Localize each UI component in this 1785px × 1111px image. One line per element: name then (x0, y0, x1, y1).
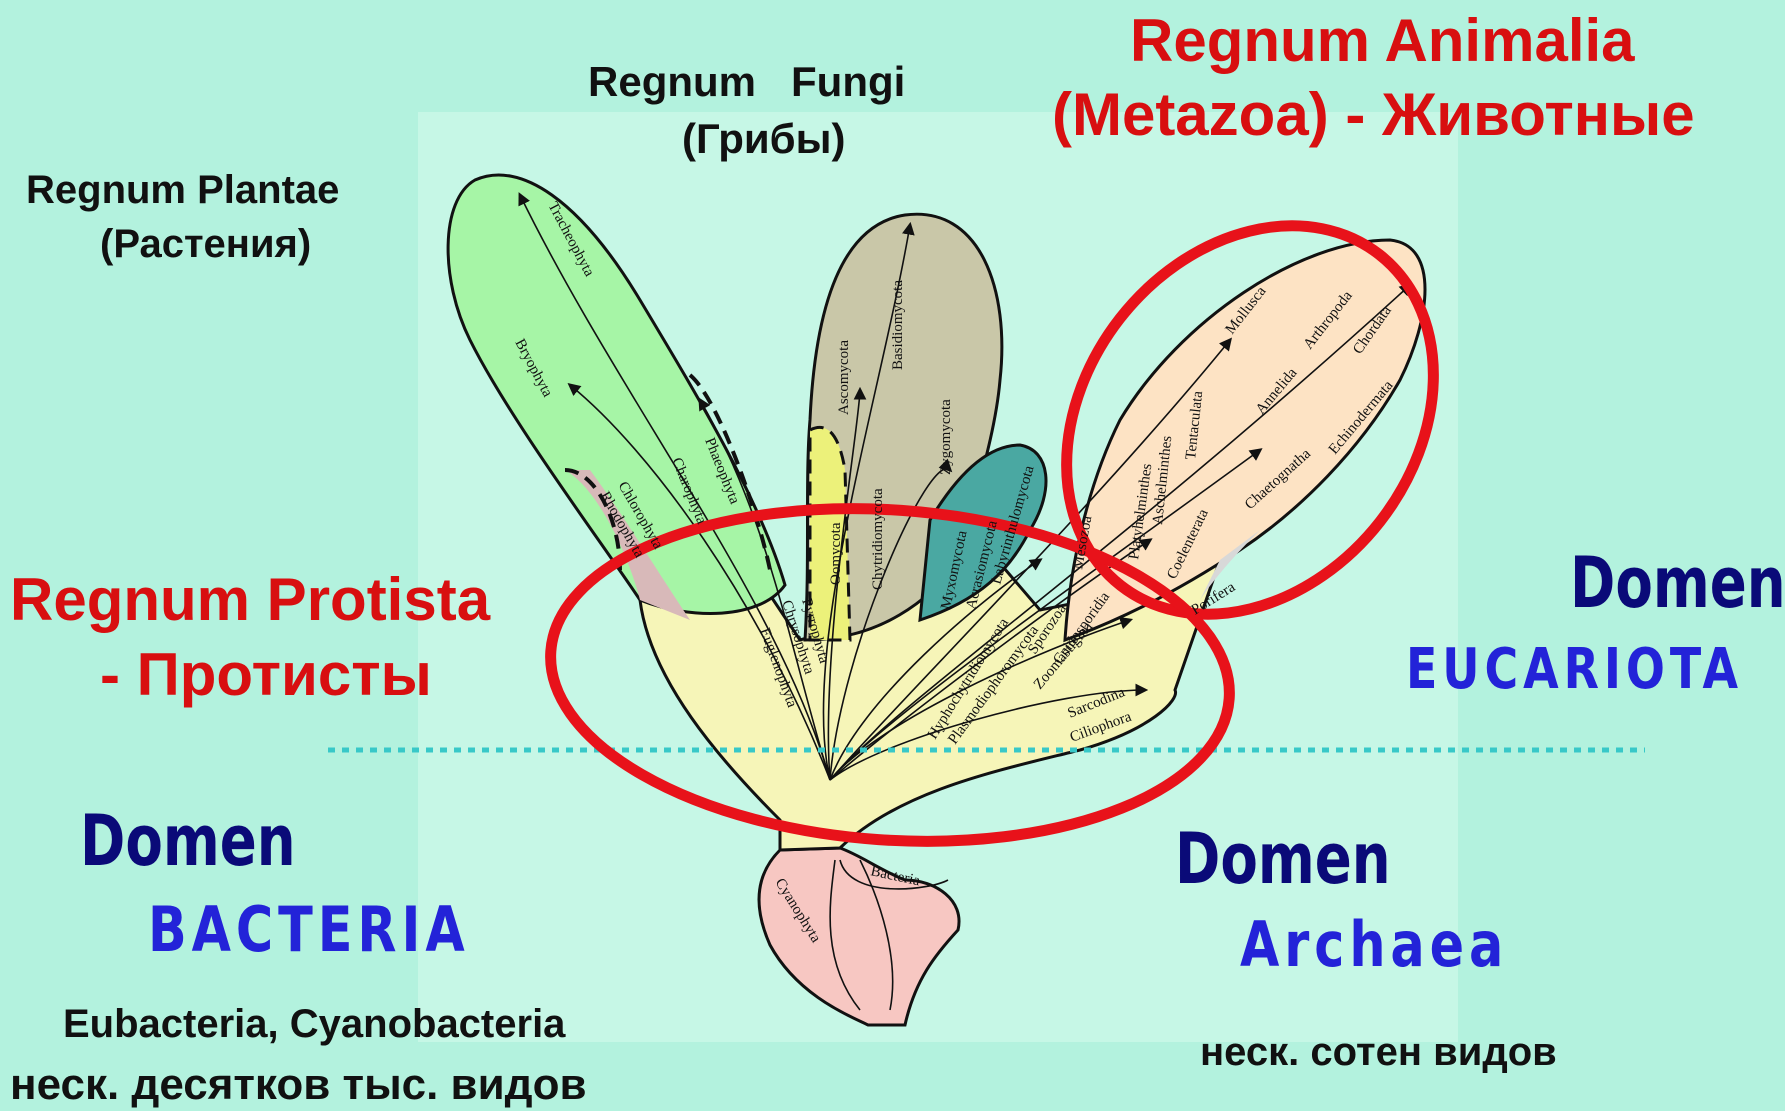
animalia-title-2: (Metazoa) - Животные (1052, 80, 1695, 149)
animalia-title-latin: (Metazoa) - (1052, 81, 1365, 148)
animalia-title-ru: Животные (1382, 81, 1695, 148)
bacteria-examples: Eubacteria, Cyanobacteria (63, 1002, 565, 1047)
eucariota-domain-label: Domen (1570, 542, 1785, 624)
taxon-oomycota: Oomycota (828, 522, 844, 585)
taxon-chytridiomycota: Chytridiomycota (870, 488, 886, 590)
archaea-domain-label: Domen (1175, 818, 1391, 900)
bacteria-species-count: неск. десятков тыс. видов (10, 1060, 587, 1110)
bacteria-domain-name: BACTERIA (148, 893, 470, 966)
taxon-basidiomycota: Basidiomycota (890, 280, 906, 370)
taxon-zygomycota: Zygomycota (938, 399, 954, 475)
archaea-species-count: неск. сотен видов (1200, 1030, 1557, 1075)
bacteria-shape (759, 848, 959, 1025)
animalia-title: Regnum Animalia (1130, 6, 1635, 75)
plantae-title: Regnum Plantae (26, 168, 339, 213)
eucariota-domain-name: EUCARIOTA (1406, 637, 1743, 702)
taxon-ascomycota: Ascomycota (836, 340, 852, 415)
bacteria-domain-label: Domen (80, 800, 296, 882)
fungi-title-ru: (Грибы) (682, 115, 845, 163)
archaea-domain-name: Archaea (1240, 908, 1508, 981)
protista-title-ru: - Протисты (100, 640, 432, 709)
protista-title: Regnum Protista (10, 565, 490, 634)
plantae-title-ru: (Растения) (100, 222, 311, 267)
fungi-title: Regnum Fungi (588, 58, 905, 106)
